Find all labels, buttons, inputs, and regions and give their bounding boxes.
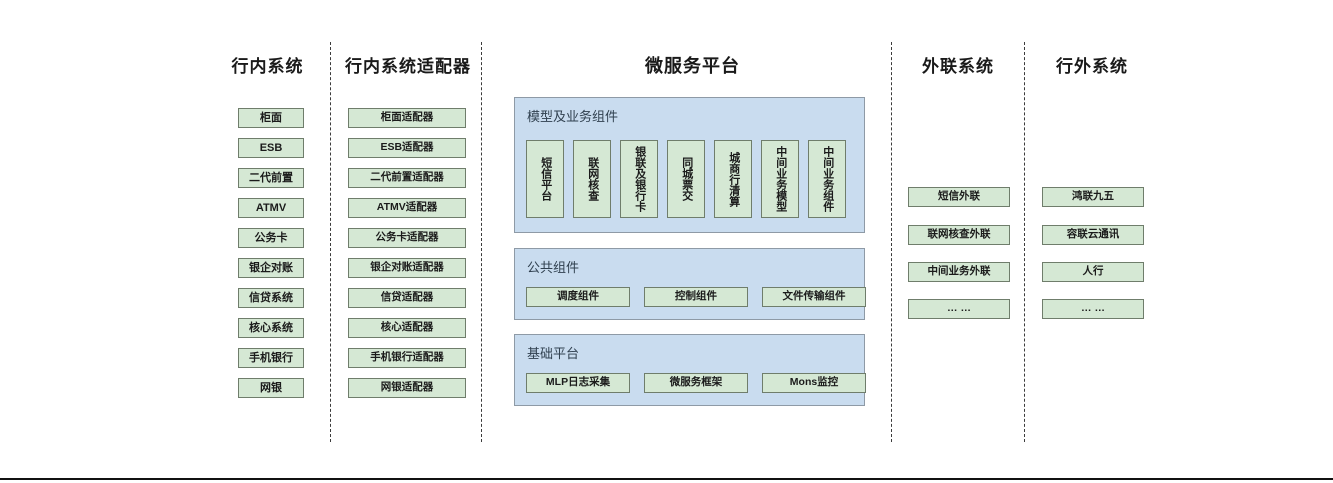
panel-label-model-business-components: 模型及业务组件 [527,109,619,124]
node-model-6[interactable]: 中间业务组件 [808,140,846,218]
node-internal-1[interactable]: ESB [238,138,304,158]
node-adapter-3[interactable]: ATMV适配器 [348,198,466,218]
node-external-3[interactable]: … … [908,299,1010,319]
node-adapter-0[interactable]: 柜面适配器 [348,108,466,128]
panel-label-public-components: 公共组件 [527,260,580,275]
node-internal-9[interactable]: 网银 [238,378,304,398]
bottom-divider [0,478,1333,480]
column-separator-1 [330,42,331,442]
column-separator-3 [891,42,892,442]
node-outside-1[interactable]: 容联云通讯 [1042,225,1144,245]
node-model-1-label: 联网核查 [586,157,599,201]
node-internal-2[interactable]: 二代前置 [238,168,304,188]
column-title-internal-systems: 行内系统 [231,57,304,76]
node-public-2[interactable]: 文件传输组件 [762,287,866,307]
node-outside-3[interactable]: … … [1042,299,1144,319]
node-outside-2[interactable]: 人行 [1042,262,1144,282]
node-adapter-6[interactable]: 信贷适配器 [348,288,466,308]
node-model-2[interactable]: 银联及银行卡 [620,140,658,218]
node-model-4-label: 城商行清算 [727,151,740,207]
node-model-5[interactable]: 中间业务模型 [761,140,799,218]
node-model-4[interactable]: 城商行清算 [714,140,752,218]
column-separator-2 [481,42,482,442]
node-adapter-9[interactable]: 网银适配器 [348,378,466,398]
node-internal-3[interactable]: ATMV [238,198,304,218]
node-adapter-1[interactable]: ESB适配器 [348,138,466,158]
column-title-external-link-systems: 外联系统 [922,57,994,76]
node-adapter-4[interactable]: 公务卡适配器 [348,228,466,248]
node-adapter-8[interactable]: 手机银行适配器 [348,348,466,368]
node-model-6-label: 中间业务组件 [821,146,834,212]
node-internal-4[interactable]: 公务卡 [238,228,304,248]
node-internal-7[interactable]: 核心系统 [238,318,304,338]
node-base-0[interactable]: MLP日志采集 [526,373,630,393]
node-external-0[interactable]: 短信外联 [908,187,1010,207]
node-internal-6[interactable]: 信贷系统 [238,288,304,308]
column-title-microservice-platform: 微服务平台 [645,56,740,76]
panel-label-base-platform: 基础平台 [527,346,580,361]
node-adapter-5[interactable]: 银企对账适配器 [348,258,466,278]
node-internal-5[interactable]: 银企对账 [238,258,304,278]
node-model-2-label: 银联及银行卡 [633,146,646,212]
node-adapter-7[interactable]: 核心适配器 [348,318,466,338]
node-external-2[interactable]: 中间业务外联 [908,262,1010,282]
node-external-1[interactable]: 联网核查外联 [908,225,1010,245]
node-public-0[interactable]: 调度组件 [526,287,630,307]
column-separator-4 [1024,42,1025,442]
node-outside-0[interactable]: 鸿联九五 [1042,187,1144,207]
panel-public-components: 公共组件 [514,248,865,320]
node-adapter-2[interactable]: 二代前置适配器 [348,168,466,188]
node-base-1[interactable]: 微服务框架 [644,373,748,393]
node-base-2[interactable]: Mons监控 [762,373,866,393]
node-model-3[interactable]: 同城票交 [667,140,705,218]
node-model-5-label: 中间业务模型 [774,146,787,212]
node-internal-8[interactable]: 手机银行 [238,348,304,368]
column-title-outside-bank-systems: 行外系统 [1056,57,1128,76]
node-internal-0[interactable]: 柜面 [238,108,304,128]
panel-base-platform: 基础平台 [514,334,865,406]
node-model-0[interactable]: 短信平台 [526,140,564,218]
column-title-internal-adapters: 行内系统适配器 [345,57,471,76]
node-public-1[interactable]: 控制组件 [644,287,748,307]
node-model-3-label: 同城票交 [680,157,693,201]
node-model-0-label: 短信平台 [539,157,552,201]
node-model-1[interactable]: 联网核查 [573,140,611,218]
